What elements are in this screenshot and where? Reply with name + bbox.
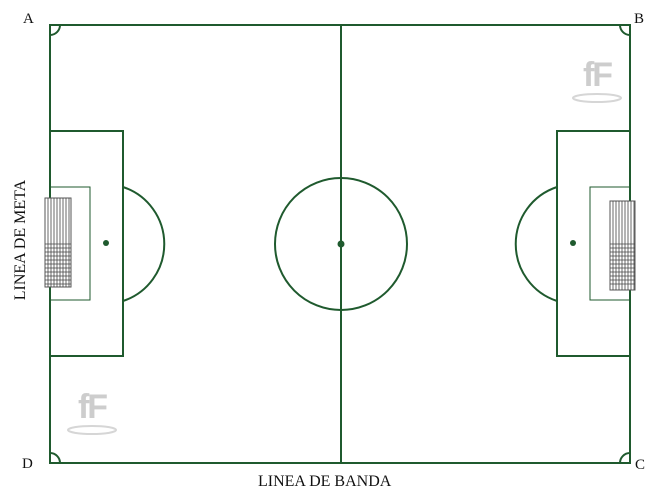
watermark-text: fF — [582, 56, 613, 94]
goal-net-right — [609, 200, 636, 291]
corner-label-c: C — [635, 457, 646, 473]
watermark-text: fF — [77, 388, 108, 426]
center-spot — [337, 240, 345, 248]
penalty-spot-left — [103, 240, 109, 246]
touch-line-label: LINEA DE BANDA — [258, 473, 392, 490]
goal-line-label: LINEA DE META — [12, 179, 29, 301]
corner-arc-d — [49, 452, 61, 464]
penalty-arc-left — [122, 186, 166, 302]
center-circle — [274, 177, 408, 311]
penalty-arc-right — [514, 186, 558, 302]
corner-label-a: A — [23, 11, 34, 27]
corner-arc-a — [49, 24, 61, 36]
corner-arc-c — [619, 452, 631, 464]
corner-label-b: B — [634, 11, 645, 27]
goal-net-left — [44, 197, 72, 288]
penalty-spot-right — [570, 240, 576, 246]
watermark-logo: fF — [567, 56, 627, 108]
corner-label-d: D — [22, 456, 33, 472]
corner-arc-b — [619, 24, 631, 36]
watermark-logo: fF — [62, 388, 122, 440]
